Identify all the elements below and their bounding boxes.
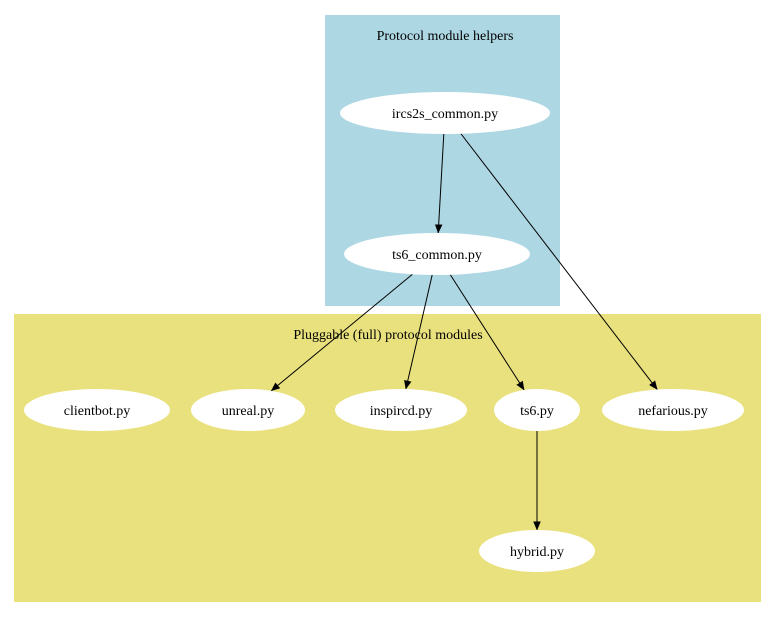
edge-ts6_common-to-unreal [270, 273, 413, 392]
cluster-label-protocol-module-helpers: Protocol module helpers [377, 29, 514, 44]
node-ts6 [494, 389, 580, 431]
node-inspircd [335, 389, 467, 431]
node-label-unreal: unreal.py [222, 404, 274, 419]
edges-layer [270, 133, 658, 531]
node-hybrid [479, 530, 595, 572]
cluster-pluggable-protocol-modules [14, 314, 761, 602]
node-label-hybrid: hybrid.py [510, 545, 564, 560]
node-nefarious [602, 389, 744, 431]
node-label-ts6_common: ts6_common.py [392, 248, 482, 263]
node-label-ts6: ts6.py [520, 404, 554, 419]
node-ts6_common [344, 233, 530, 275]
edge-ts6_common-to-ts6 [449, 274, 525, 391]
node-unreal [191, 389, 305, 431]
cluster-label-pluggable-protocol-modules: Pluggable (full) protocol modules [293, 328, 482, 343]
edge-ircs2s_common-to-ts6_common [434, 133, 445, 234]
node-clientbot [24, 389, 170, 431]
node-label-clientbot: clientbot.py [64, 404, 131, 419]
node-label-inspircd: inspircd.py [370, 404, 433, 419]
node-label-ircs2s_common: ircs2s_common.py [392, 107, 498, 122]
edge-ts6_common-to-inspircd [404, 274, 433, 390]
edge-ircs2s_common-to-nefarious [460, 133, 658, 390]
nodes-layer: ircs2s_common.py ts6_common.py clientbot.p… [24, 92, 744, 572]
node-label-nefarious: nefarious.py [638, 404, 708, 419]
node-ircs2s_common [340, 92, 550, 134]
